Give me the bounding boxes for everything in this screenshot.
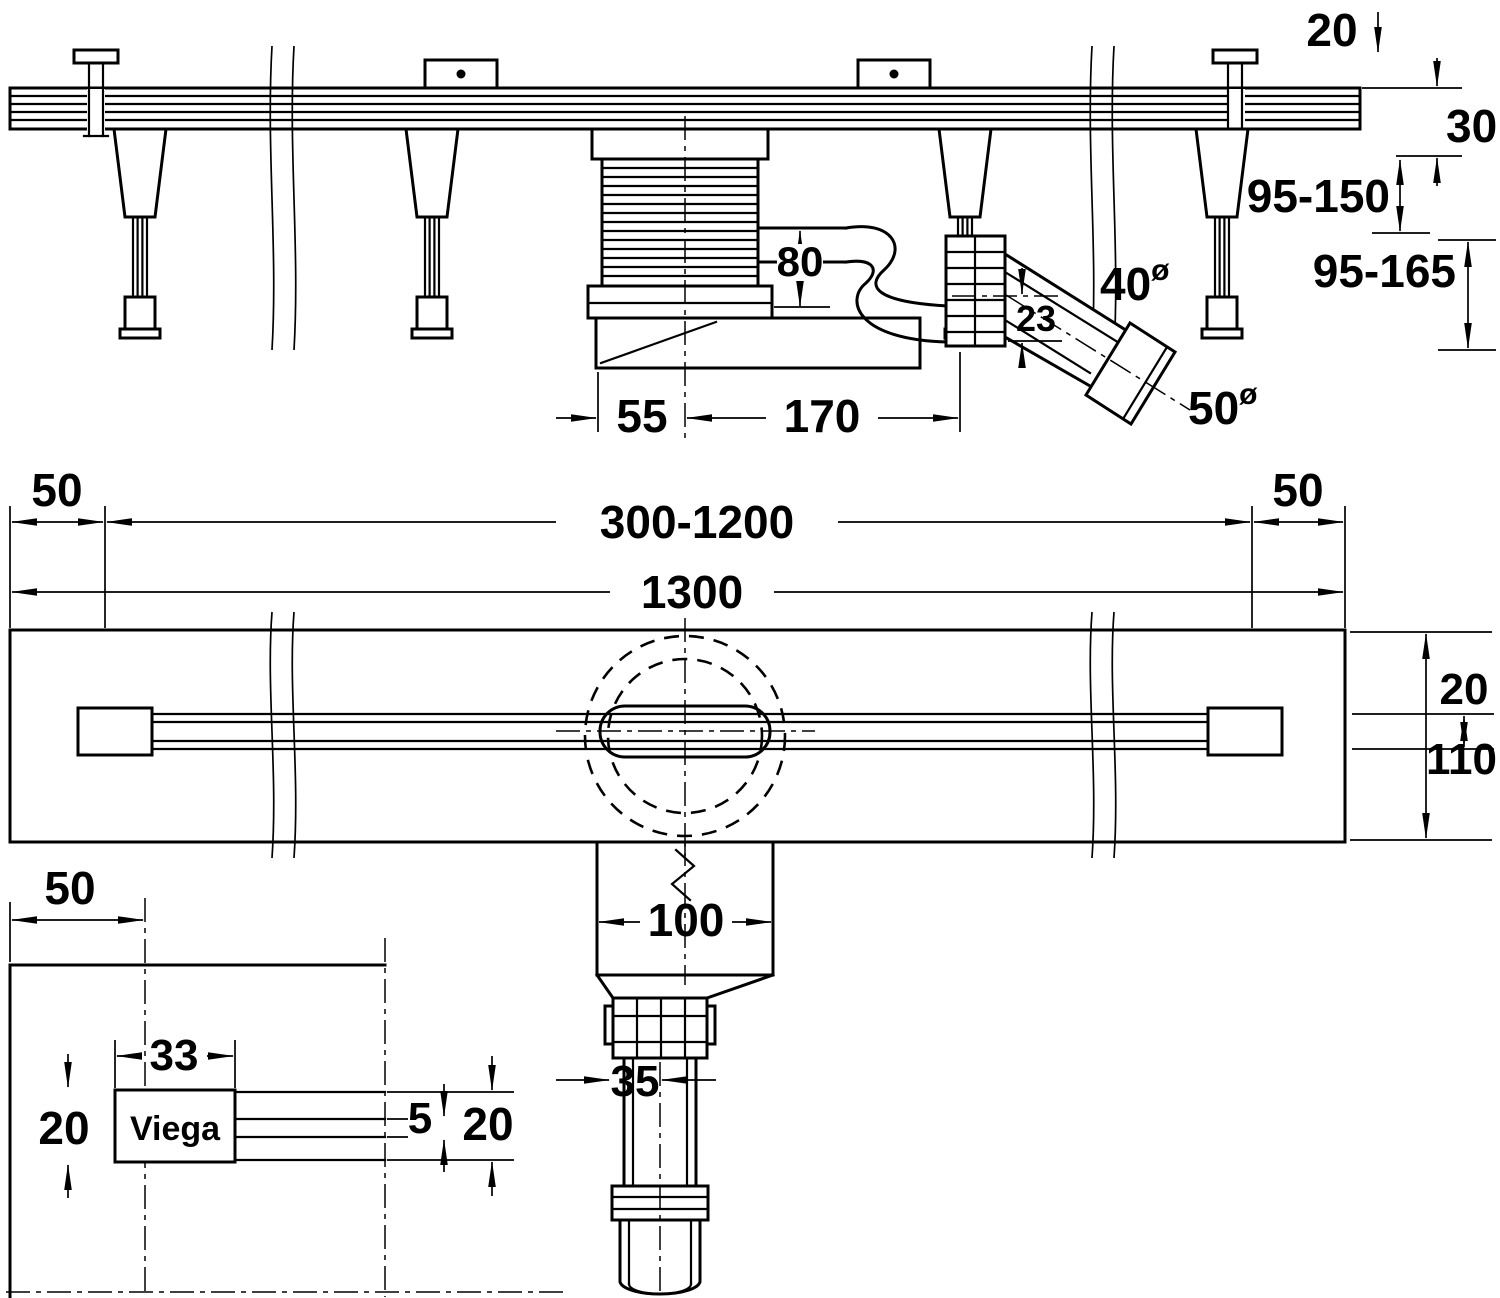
dim-slot-width: 20 [1440, 665, 1489, 714]
mounting-tab [856, 58, 932, 90]
end-cap-left [76, 706, 154, 757]
drain-circle-inner [606, 657, 764, 815]
brand-plate [113, 1088, 237, 1164]
dim-edge-margin: 50 [44, 862, 95, 914]
dim-adjust-range-upper: 95-150 [1247, 170, 1390, 222]
plan-right-dimensions: 20 110 [1350, 631, 1497, 841]
dim-plate-height: 20 [38, 1102, 89, 1154]
plan-top-dimensions: 50 300-1200 1300 50 [9, 464, 1346, 628]
dim-inlet-height: 80 [777, 238, 824, 285]
support-leg [404, 127, 460, 340]
union-nut [603, 996, 717, 1060]
drain-body [586, 127, 922, 370]
drain-outlet-assembly: 100 35 [556, 840, 775, 1297]
union-nut [944, 234, 1007, 348]
dim-end-margin-left: 50 [31, 464, 82, 516]
mounting-tab [423, 58, 499, 90]
seal-clip [670, 848, 696, 902]
dim-pipe-dia-50: 50ø [1188, 378, 1258, 434]
dim-adjust-range-lower: 95-165 [1313, 245, 1456, 297]
support-leg [1194, 127, 1250, 340]
drain-insert-outline [598, 704, 772, 759]
dim-outlet-drop: 23 [1016, 298, 1056, 339]
elevation-dimensions: 20 30 95-150 95-165 80 [556, 4, 1497, 442]
dim-channel-width: 110 [1426, 735, 1497, 784]
dim-pipe-dia-40: 40ø [1100, 254, 1170, 310]
dim-slot-gap: 5 [408, 1094, 432, 1143]
trap-assembly [756, 225, 1178, 427]
dim-end-margin-right: 50 [1272, 464, 1323, 516]
break-lines [269, 611, 1117, 859]
wall-anchor-left [72, 48, 120, 138]
dim-drain-body-width: 100 [648, 894, 725, 946]
break-lines [269, 45, 1117, 351]
centerline-pipe [1005, 294, 1191, 411]
dim-grate-height: 20 [462, 1098, 513, 1150]
dim-profile-height: 30 [1446, 100, 1497, 152]
drain-circle-outer [583, 634, 787, 838]
dim-length-range: 300-1200 [600, 496, 794, 548]
plan-view: 50 300-1200 1300 50 [8, 464, 1497, 1297]
wall-anchor-right [1211, 48, 1259, 138]
pipe-socket [1083, 320, 1178, 427]
dim-top-clearance: 20 [1306, 4, 1357, 56]
support-leg [112, 127, 168, 340]
detail-view: 50 33 Viega 20 5 [6, 862, 568, 1298]
grate-slot [76, 706, 1284, 757]
elevation-view: 20 30 95-150 95-165 80 [8, 4, 1497, 444]
dim-plate-length: 33 [150, 1031, 199, 1080]
dim-outlet-width: 35 [611, 1057, 660, 1106]
dim-center-to-outlet: 170 [784, 390, 861, 442]
end-cap-right [1206, 706, 1284, 757]
dim-overall-length: 1300 [641, 566, 743, 618]
channel-body-plan [8, 628, 1347, 844]
viega-logo: Viega [130, 1110, 221, 1148]
dim-edge-to-center: 55 [616, 390, 667, 442]
grate-lines [233, 1090, 514, 1162]
adjustment-ribs [600, 166, 760, 278]
